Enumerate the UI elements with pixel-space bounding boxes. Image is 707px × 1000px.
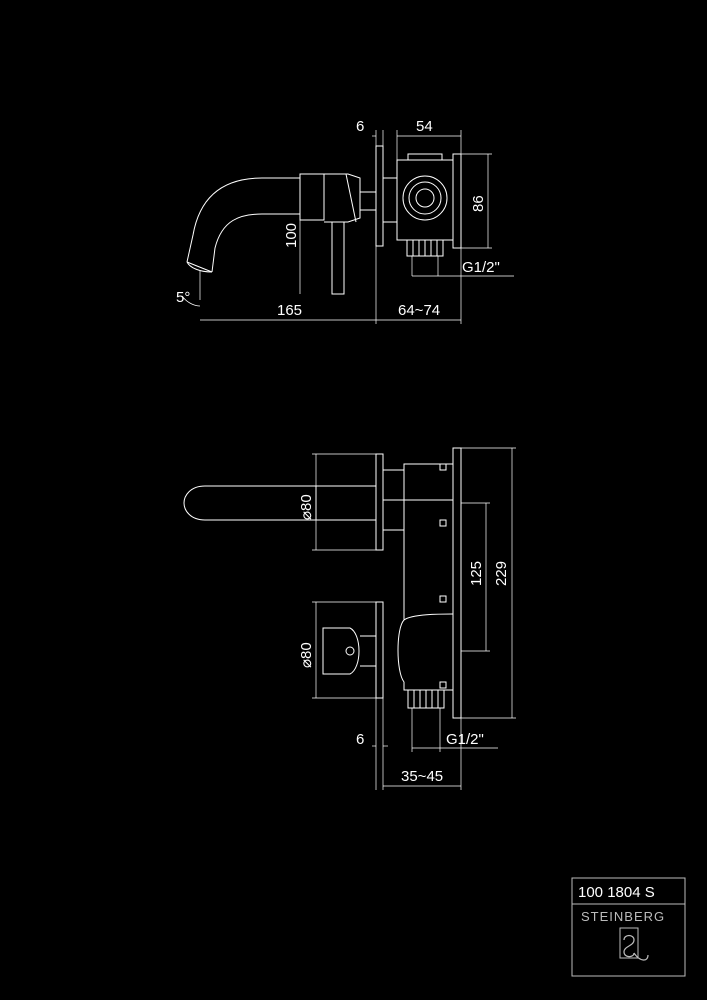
wall-plate-bottom	[375, 601, 384, 699]
cartridge-outer	[402, 175, 448, 221]
dim-100: 100	[283, 223, 300, 248]
front-dim-6: 6	[356, 731, 364, 748]
dim-125: 125	[468, 561, 485, 586]
dim-35-45: 35~45	[401, 768, 443, 785]
angle-label: 5°	[176, 289, 190, 306]
thread-label-side: G1/2"	[462, 259, 500, 276]
dim-dia80-bottom: ⌀80	[298, 642, 315, 668]
spout-neck	[299, 173, 325, 221]
wall-plate	[375, 145, 384, 247]
brand-logo-icon	[619, 927, 649, 961]
handle	[331, 221, 345, 295]
dim-229: 229	[493, 561, 510, 586]
thread-label-front: G1/2"	[446, 731, 484, 748]
dim-6: 6	[356, 118, 364, 135]
side-view: 5° 6 54	[176, 118, 514, 324]
front-view: ⌀80 ⌀80 125 229 6 G1/2" 35~45	[183, 447, 516, 790]
spout-outline	[186, 177, 300, 273]
dim-dia80-top: ⌀80	[298, 494, 315, 520]
dim-165: 165	[277, 302, 302, 319]
dim-54: 54	[416, 118, 433, 135]
dim-86: 86	[470, 195, 487, 212]
spout-top	[183, 485, 376, 521]
mixer-body	[396, 159, 454, 241]
front-mixer-body	[383, 463, 453, 691]
lever	[322, 627, 360, 675]
dim-64-74: 64~74	[398, 302, 440, 319]
back-plate	[452, 447, 462, 719]
wall-plate-top	[375, 453, 384, 551]
cartridge-inner	[415, 188, 435, 208]
brand-name: STEINBERG	[581, 909, 665, 924]
product-code: 100 1804 S	[578, 884, 655, 901]
title-block: 100 1804 S STEINBERG	[571, 877, 686, 977]
